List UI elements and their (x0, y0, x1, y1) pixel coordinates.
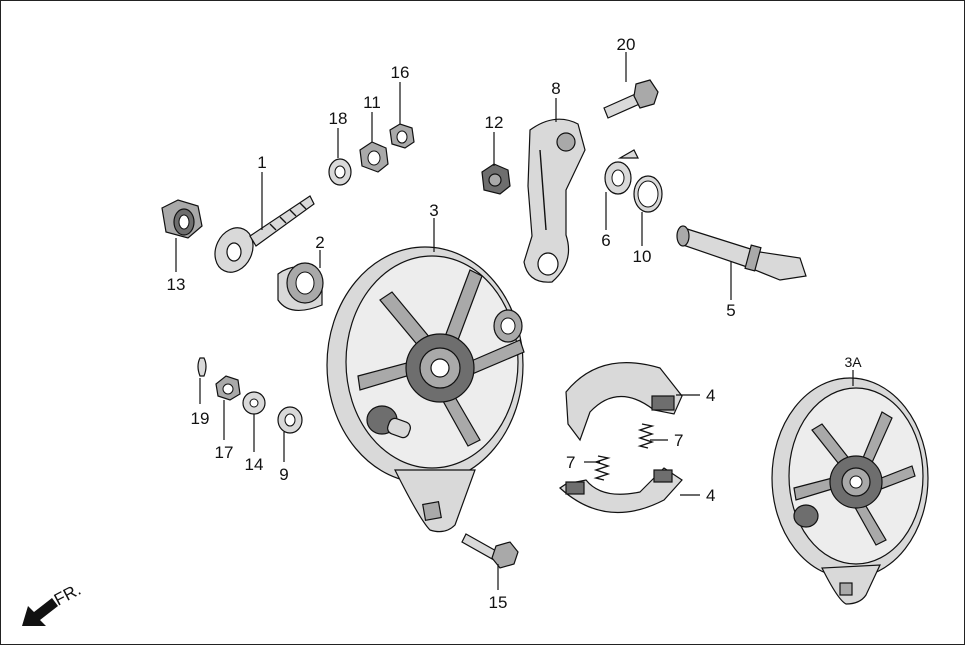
spring-lower (593, 455, 611, 481)
nut-9 (277, 406, 303, 434)
adjuster-bolt (214, 195, 315, 273)
callout-19: 19 (191, 409, 210, 428)
callout-2: 2 (315, 233, 324, 252)
bolt-15 (461, 533, 519, 569)
nut-17 (215, 375, 241, 401)
callout-15: 15 (489, 593, 508, 612)
brake-panel (326, 246, 525, 533)
collar (277, 262, 324, 311)
callout-11: 11 (363, 93, 381, 112)
callout-5: 5 (726, 301, 735, 320)
brake-arm (523, 118, 586, 283)
bolt-20 (603, 79, 659, 119)
callout-20: 20 (617, 35, 636, 54)
callout-18: 18 (329, 109, 348, 128)
cotter-pin (197, 357, 207, 377)
brake-shoe-lower (559, 467, 683, 513)
leader-lines (175, 52, 854, 590)
callout-4-lower: 4 (706, 486, 715, 505)
washer-14 (242, 391, 266, 415)
callout-13: 13 (167, 275, 186, 294)
callout-3: 3 (429, 201, 438, 220)
washer-18 (328, 158, 352, 186)
nut-16 (389, 123, 415, 149)
brake-shoe-upper (565, 362, 683, 442)
callout-labels: 1 2 3 3A 4 4 5 6 7 7 8 9 10 11 12 13 14 … (167, 35, 863, 612)
callout-7-lower: 7 (566, 453, 575, 472)
callout-1: 1 (257, 153, 266, 172)
callout-14: 14 (245, 455, 264, 474)
brake-panel-alt (771, 377, 929, 605)
callout-10: 10 (633, 247, 652, 266)
spring-upper (637, 423, 655, 449)
nut-11 (359, 141, 389, 173)
callout-3a: 3A (844, 354, 862, 370)
callout-17: 17 (215, 443, 234, 462)
callout-4-upper: 4 (706, 386, 715, 405)
brake-cam (676, 225, 807, 281)
front-direction-indicator: FR. (22, 580, 84, 626)
callout-12: 12 (485, 113, 504, 132)
front-arrow-icon (22, 598, 58, 626)
callout-16: 16 (391, 63, 410, 82)
callout-6: 6 (601, 231, 610, 250)
callout-7-upper: 7 (674, 431, 683, 450)
callout-9: 9 (279, 465, 288, 484)
indicator-plate (604, 149, 639, 195)
axle-nut (161, 199, 203, 239)
seal-ring (633, 175, 663, 213)
nut-12 (481, 163, 511, 195)
callout-8: 8 (551, 79, 560, 98)
